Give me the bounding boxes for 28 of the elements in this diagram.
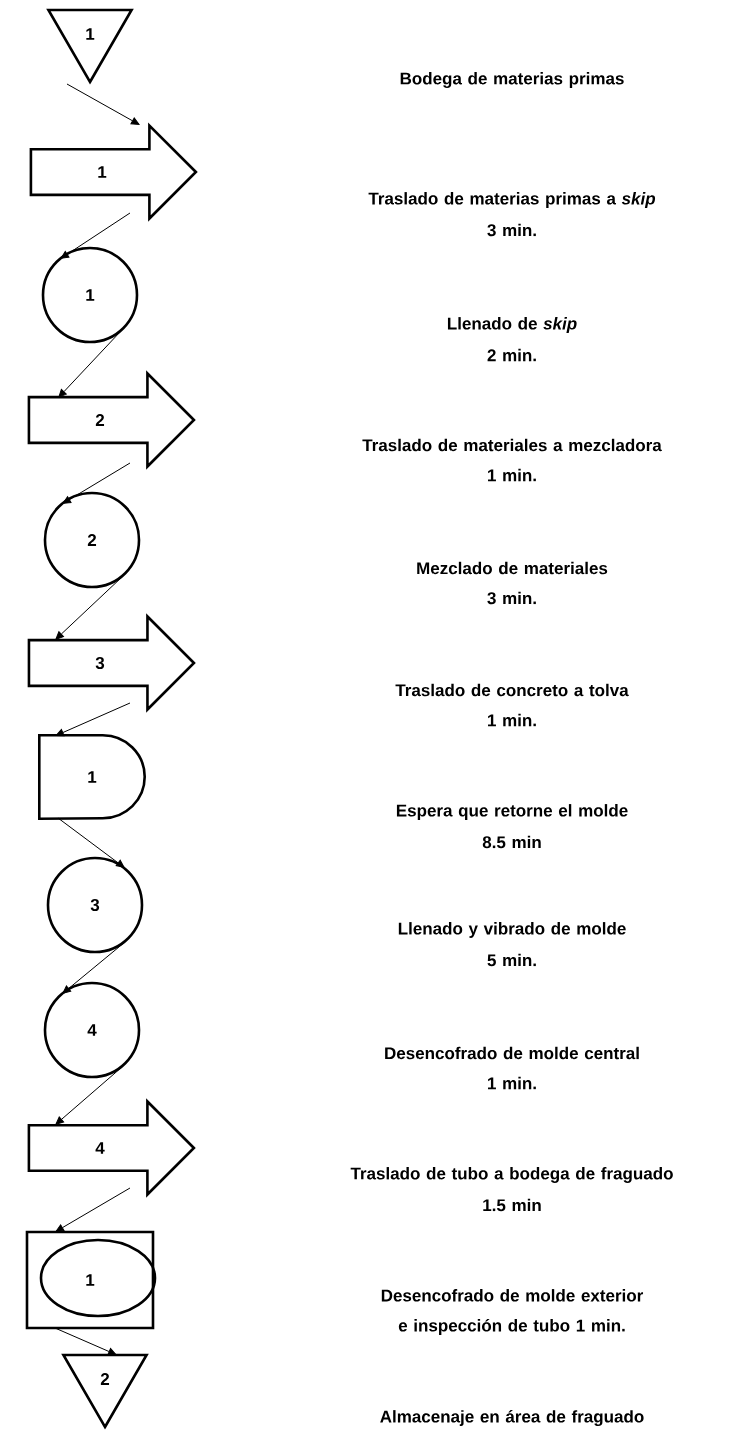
arrow bbox=[54, 1327, 117, 1356]
step-description: 1 min. bbox=[488, 1076, 536, 1090]
arrow bbox=[55, 1066, 123, 1125]
step-description: Traslado de concreto a tolva bbox=[395, 683, 629, 697]
step-description: 3 min. bbox=[487, 223, 536, 237]
arrow bbox=[62, 941, 126, 994]
step-description: Desencofrado de molde exterior e inspección de tubo 1 min. bbox=[381, 1289, 643, 1335]
step-description: Mezclado de materiales bbox=[417, 561, 608, 575]
arrow bbox=[57, 817, 125, 868]
step-description: 1.5 min bbox=[483, 1198, 541, 1212]
step-description: 1 min. bbox=[488, 468, 536, 482]
arrow bbox=[58, 331, 121, 398]
step-description: Bodega de materias primas bbox=[400, 72, 624, 88]
step-description: Traslado de materias primas a skip bbox=[368, 192, 656, 208]
step-description: 1 min. bbox=[488, 713, 536, 727]
step-description: Traslado de tubo a bodega de fraguado bbox=[350, 1167, 673, 1183]
step-description: Desencofrado de molde central bbox=[385, 1046, 639, 1060]
step-description: 3 min. bbox=[487, 591, 536, 605]
step-description: 8.5 min bbox=[482, 835, 541, 849]
step-description: 2 min. bbox=[487, 348, 536, 362]
step-description: Traslado de materiales a mezcladora bbox=[362, 438, 662, 452]
step-description: 5 min. bbox=[487, 953, 536, 967]
step-description: Llenado de skip bbox=[447, 317, 577, 333]
step-description: Espera que retorne el molde bbox=[396, 804, 628, 820]
step-description: Llenado y vibrado de molde bbox=[398, 922, 626, 938]
step-description: Almacenaje en área de fraguado bbox=[380, 1409, 644, 1427]
arrow bbox=[66, 83, 140, 125]
arrow bbox=[55, 576, 123, 640]
